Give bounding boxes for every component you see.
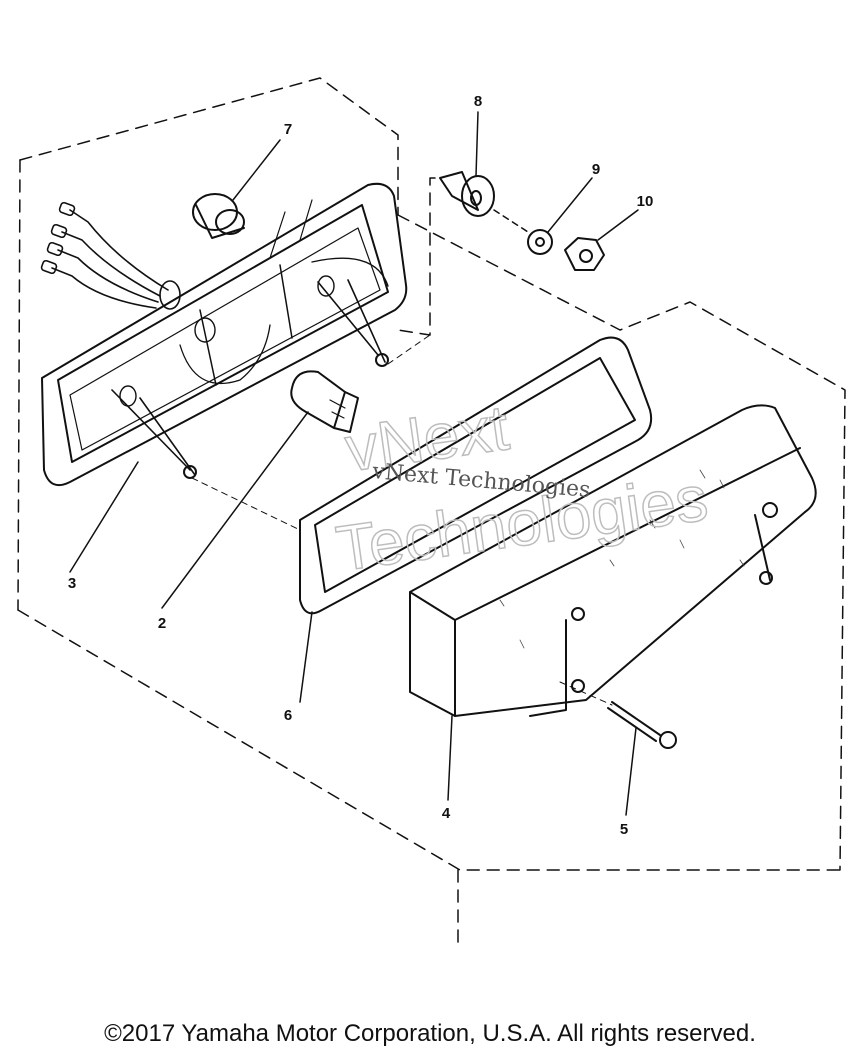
gasket <box>299 336 653 615</box>
watermark: vNext Technologies vNext Technologies <box>331 390 712 585</box>
bulb <box>290 370 359 433</box>
callout-8: 8 <box>474 93 482 110</box>
light-housing <box>41 182 408 486</box>
parts-diagram: vNext Technologies vNext Technologies 2 … <box>17 77 846 946</box>
callout-2: 2 <box>158 615 166 632</box>
callout-7: 7 <box>284 121 292 138</box>
collar <box>439 171 495 217</box>
grommet <box>192 193 245 239</box>
lens <box>409 404 817 717</box>
callout-10: 10 <box>637 193 654 210</box>
callout-4: 4 <box>442 805 451 822</box>
callout-6: 6 <box>284 707 292 724</box>
washer <box>527 229 553 255</box>
callout-labels: 2 3 4 5 6 7 8 9 10 <box>68 93 654 838</box>
copyright-notice: ©2017 Yamaha Motor Corporation, U.S.A. A… <box>104 1020 756 1047</box>
wire-harness <box>40 201 181 310</box>
nut <box>564 237 605 271</box>
assembly-boundary <box>17 77 846 946</box>
callout-5: 5 <box>620 821 628 838</box>
callout-9: 9 <box>592 161 600 178</box>
callout-3: 3 <box>68 575 76 592</box>
leader-lines <box>69 111 639 816</box>
screw <box>607 701 677 749</box>
